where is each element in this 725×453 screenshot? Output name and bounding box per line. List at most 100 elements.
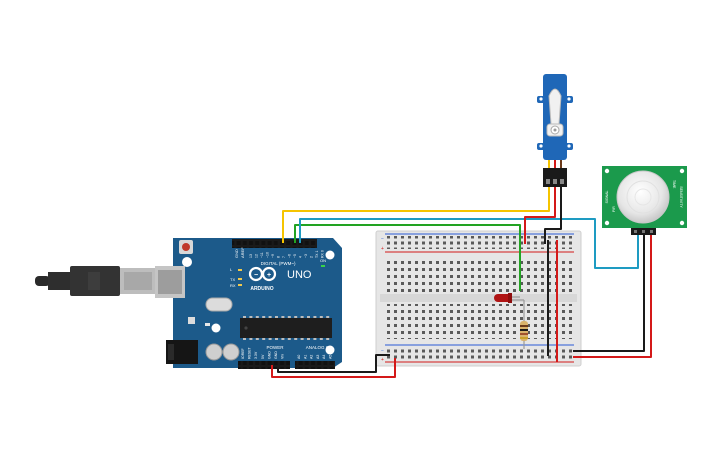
wires [271, 187, 652, 378]
power-header-label: POWER [266, 345, 284, 350]
servo-connector-pin [560, 179, 564, 184]
wire-black-servo-ground[interactable] [544, 187, 562, 244]
svg-text:+: + [267, 272, 271, 279]
breadboard[interactable]: − + − + [375, 230, 582, 367]
arduino-logo: − + [248, 266, 277, 282]
wire-red-servo-power[interactable] [524, 187, 556, 244]
resistor-band [520, 329, 528, 331]
smd-chip [188, 317, 195, 324]
digital-gnd-label: GND [234, 249, 239, 258]
board-model-label: UNO [287, 269, 312, 281]
wire-green-led[interactable] [294, 224, 521, 291]
analog-pin-sockets [295, 361, 335, 369]
chip-pin [262, 338, 266, 340]
digital-pin-label: ~10 [266, 252, 270, 258]
rail-minus-symbol: − [381, 236, 384, 242]
power-jack-inner [168, 344, 174, 360]
digital-pin-label: RX 0 [321, 250, 325, 258]
wire-teal-pir-signal[interactable] [299, 218, 639, 269]
pir-sensor[interactable]: SIGNAL SENSITIVITY PIR TIME [602, 166, 687, 235]
digital-pin-label: 8 [277, 256, 281, 258]
wire-black-gnd[interactable] [277, 354, 390, 373]
chip-pin [262, 316, 266, 318]
servo-screw [553, 128, 557, 132]
mounting-hole [182, 257, 192, 267]
on-led [321, 265, 325, 267]
wire-black-pir-ground[interactable] [573, 235, 645, 352]
power-pin-sockets [238, 361, 290, 369]
red-led[interactable] [494, 293, 524, 303]
pir-time-label: TIME [672, 180, 676, 189]
pir-mount-hole [679, 220, 685, 226]
chip-pin [287, 316, 291, 318]
servo-motor[interactable] [537, 74, 573, 187]
resistor[interactable] [520, 300, 528, 349]
terminal-strip-top[interactable] [386, 258, 573, 293]
power-pin-label: 5V [261, 354, 265, 359]
wire-yellow-servo-signal[interactable] [282, 187, 550, 243]
crystal [205, 297, 233, 312]
rx-led [238, 284, 242, 286]
analog-pin-label: A3 [316, 355, 320, 359]
resistor-band [520, 333, 528, 335]
pir-mount-hole [604, 168, 610, 174]
chip-pin [275, 316, 278, 318]
chip-pin [243, 316, 246, 318]
digital-pin-label: ~9 [271, 254, 275, 258]
pir-pin [650, 230, 653, 233]
power-pin-label: 3.3V [254, 351, 258, 359]
digital-header-label: DIGITAL (PWM~) [261, 261, 296, 266]
digital-pin-label: ~11 [260, 252, 264, 258]
chip-pin [268, 316, 272, 318]
digital-pin-label: 4 [299, 256, 303, 258]
chip-pin [281, 338, 285, 340]
digital-pin-label: ~3 [304, 254, 308, 258]
analog-pin-label: A2 [310, 355, 314, 359]
power-pin-label: Vin [281, 354, 285, 359]
chip-pin [294, 338, 298, 340]
chip-pin [307, 338, 310, 340]
chip-pin [294, 316, 298, 318]
aref-label: AREF [240, 247, 245, 258]
chip-pin [313, 338, 317, 340]
chip-pin [249, 338, 253, 340]
digital-pin-label: TX 1 [315, 251, 319, 258]
capacitor [222, 343, 240, 361]
pir-bottom-left-label: PIR [612, 206, 616, 212]
l-led [238, 269, 242, 271]
chip-pin [255, 338, 259, 340]
usb-cable [35, 266, 156, 296]
led-flange [508, 293, 512, 303]
wire-red-5v[interactable] [271, 358, 396, 378]
analog-pin-label: A0 [297, 355, 301, 359]
power-pin-label: IOREF [241, 348, 245, 359]
pir-sensitivity-label: SENSITIVITY [679, 186, 683, 208]
rail-minus-symbol: − [381, 348, 384, 354]
digital-pin-sockets [232, 239, 317, 248]
bottom-power-rail[interactable] [386, 347, 573, 360]
chip-pin [255, 316, 259, 318]
capacitor [205, 343, 223, 361]
servo-horn [548, 88, 562, 130]
chip-pin [275, 338, 278, 340]
resistor-band [520, 337, 528, 339]
l-led-label: L [230, 267, 233, 272]
top-power-rail[interactable] [386, 236, 573, 249]
servo-connector[interactable] [543, 168, 567, 187]
terminal-strip-bottom[interactable] [386, 304, 573, 339]
chip-pin [313, 316, 317, 318]
wire-red-pir-power[interactable] [573, 235, 652, 358]
chip-pin [268, 338, 272, 340]
mounting-hole [325, 345, 335, 355]
analog-pin-label: A1 [303, 355, 307, 359]
digital-pin-label: ~5 [293, 254, 297, 258]
servo-connector-pin [546, 179, 550, 184]
power-pin-label: RESET [248, 346, 252, 359]
arduino-logo-text: ARDUINO [250, 286, 273, 292]
servo-connector-pin [553, 179, 557, 184]
analog-header-label: ANALOG IN [306, 345, 331, 350]
analog-pin-label: A5 [329, 355, 333, 359]
